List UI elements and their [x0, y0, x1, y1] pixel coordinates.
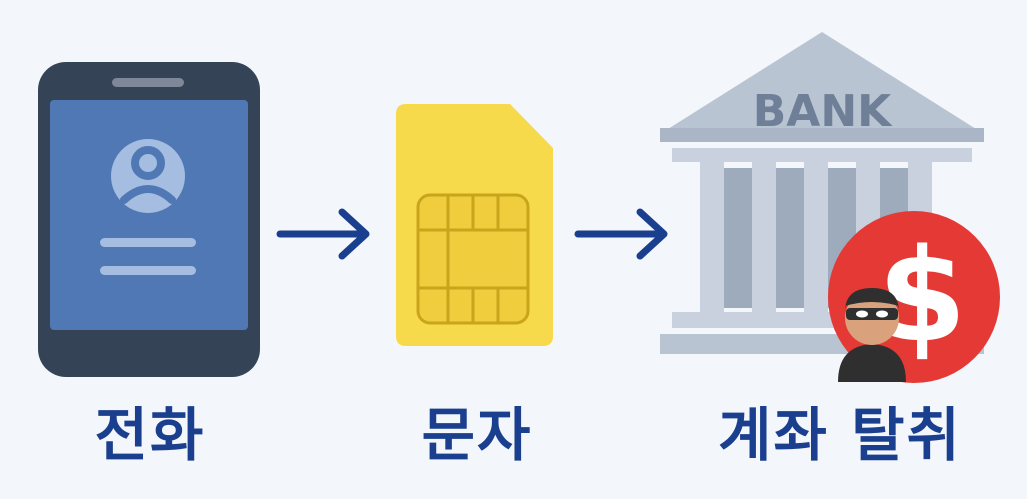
step-label-account-takeover: 계좌 탈취 [718, 401, 962, 469]
step-label-sms: 문자 [421, 401, 533, 469]
theft-badge: $ [828, 211, 1000, 383]
step-label-phone: 전화 [94, 401, 206, 469]
thief-icon [838, 288, 906, 382]
smartphone-icon [38, 62, 260, 377]
sim-card-icon [396, 104, 553, 346]
arrow-right-icon [276, 208, 370, 260]
arrow-right-icon-2 [574, 208, 668, 260]
bank-sign: BANK [753, 86, 893, 137]
